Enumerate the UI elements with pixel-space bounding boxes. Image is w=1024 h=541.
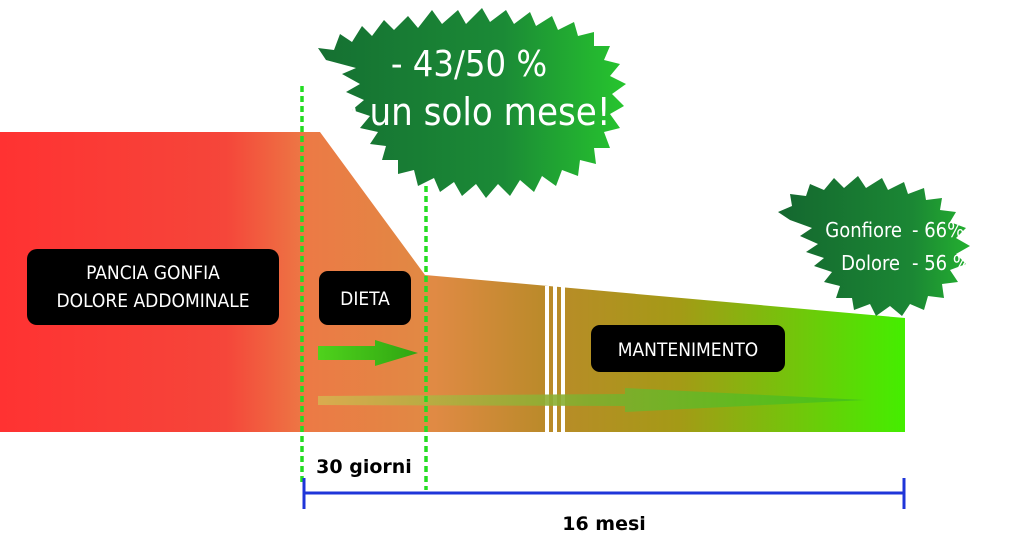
- maintenance-label: MANTENIMENTO: [618, 339, 759, 361]
- pain-value: - 56 %: [912, 251, 970, 275]
- maintenance-arrow-icon: [318, 388, 865, 412]
- month-result-cloud: - 43/50 % in un solo mese!: [318, 8, 626, 198]
- before-label-box: PANCIA GONFIA DOLORE ADDOMINALE: [27, 249, 279, 325]
- diet-label: DIETA: [340, 288, 390, 310]
- diet-label-box: DIETA: [319, 271, 411, 325]
- diet-duration-label: 30 giorni: [316, 456, 412, 478]
- bloating-value: - 66%: [912, 218, 964, 242]
- month-result-caption: in un solo mese!: [327, 90, 610, 134]
- total-duration-label: 16 mesi: [562, 513, 646, 535]
- time-break-marks: [545, 286, 565, 434]
- long-term-result-cloud: Gonfiore - 66% Dolore - 56 %: [778, 176, 970, 316]
- maintenance-label-box: MANTENIMENTO: [591, 325, 785, 372]
- bloating-label: Gonfiore: [825, 218, 902, 242]
- before-label-line2: DOLORE ADDOMINALE: [56, 290, 249, 312]
- diet-arrow-icon: [318, 340, 418, 366]
- pain-label: Dolore: [841, 251, 900, 275]
- timeline-axis: [302, 478, 906, 509]
- before-label-line1: PANCIA GONFIA: [86, 262, 220, 284]
- month-result-value: - 43/50 %: [391, 44, 547, 85]
